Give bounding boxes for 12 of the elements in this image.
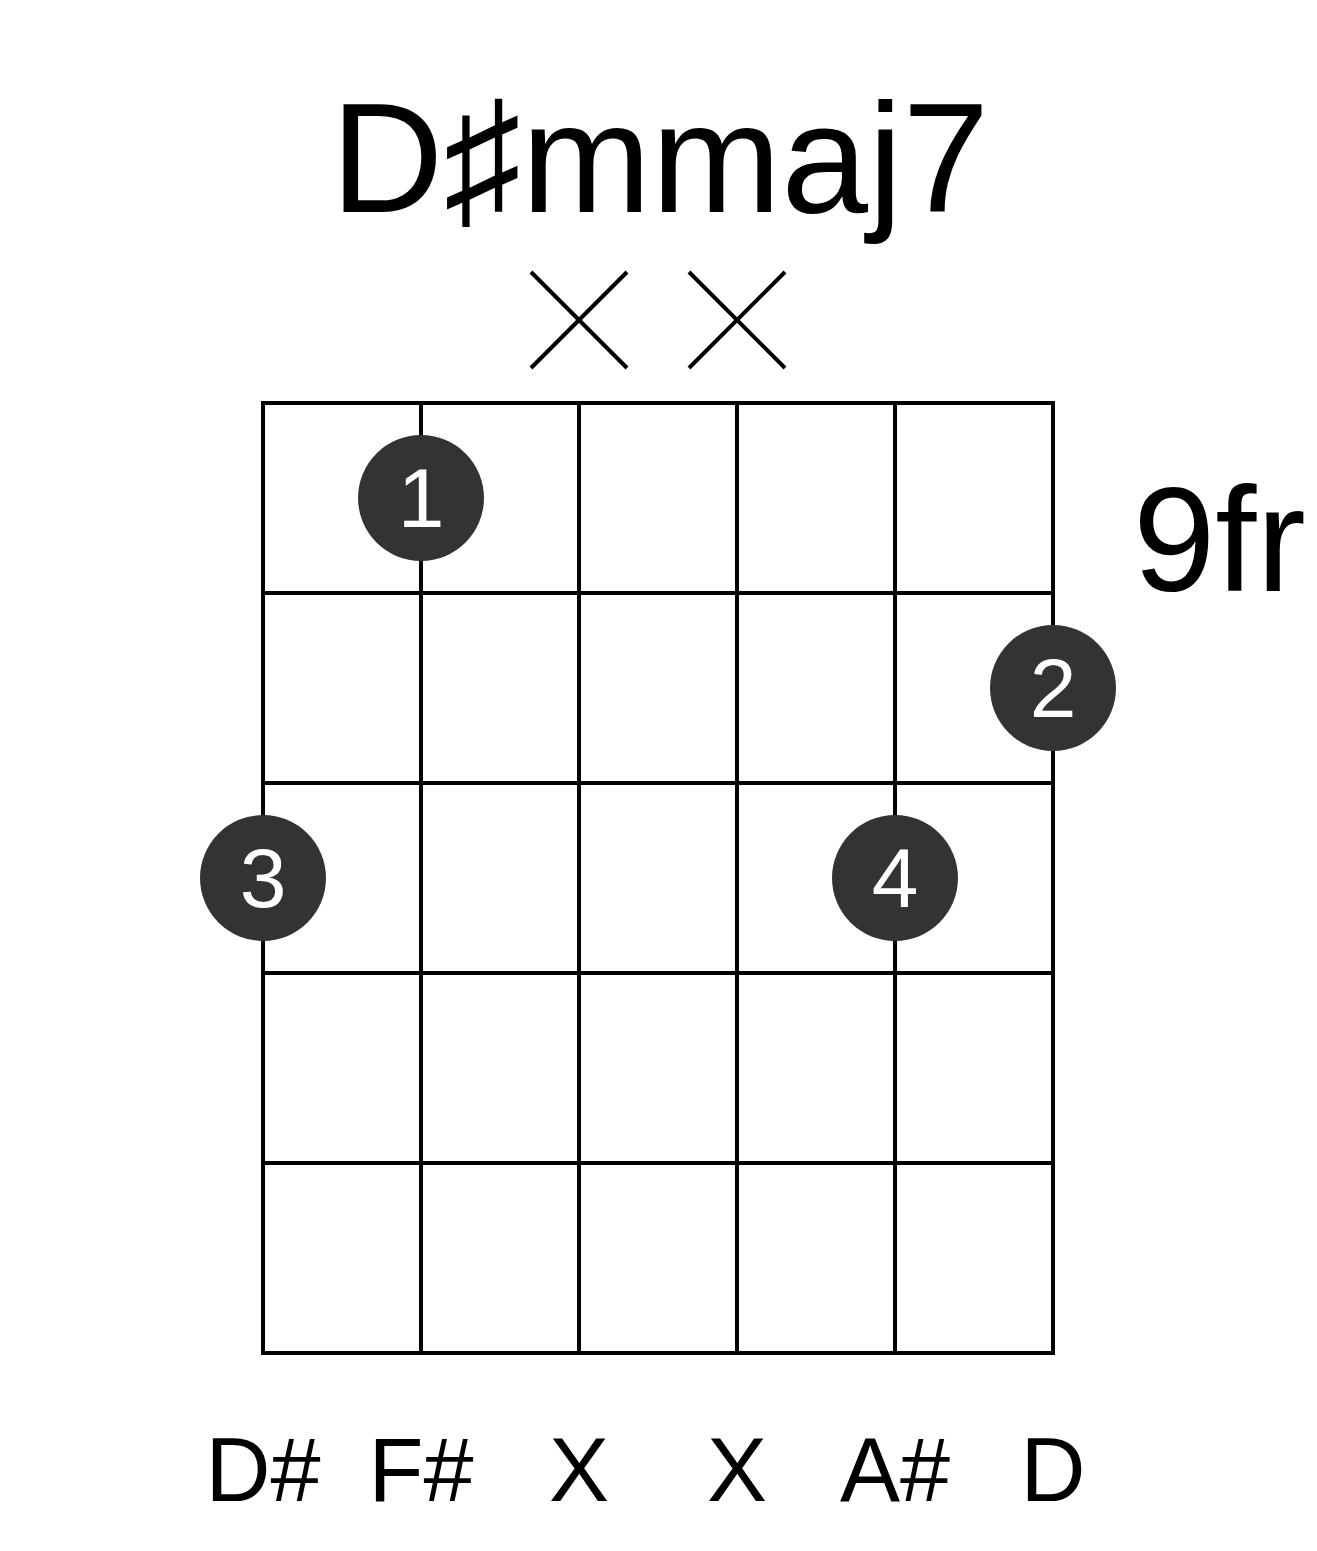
finger-dot: 4 (832, 815, 958, 941)
string-note-label: D# (205, 1425, 321, 1515)
string-note-label: X (549, 1425, 609, 1515)
finger-dot: 1 (358, 435, 484, 561)
chord-title: D♯mmaj7 (329, 70, 991, 247)
string-note-label: D (1020, 1425, 1086, 1515)
string-note-label: X (707, 1425, 767, 1515)
string-note-label: F# (368, 1425, 474, 1515)
string-note-label: A# (839, 1425, 951, 1515)
finger-dot: 2 (990, 625, 1116, 751)
finger-dot: 3 (200, 815, 326, 941)
fret-number: 9fr (1133, 466, 1306, 614)
